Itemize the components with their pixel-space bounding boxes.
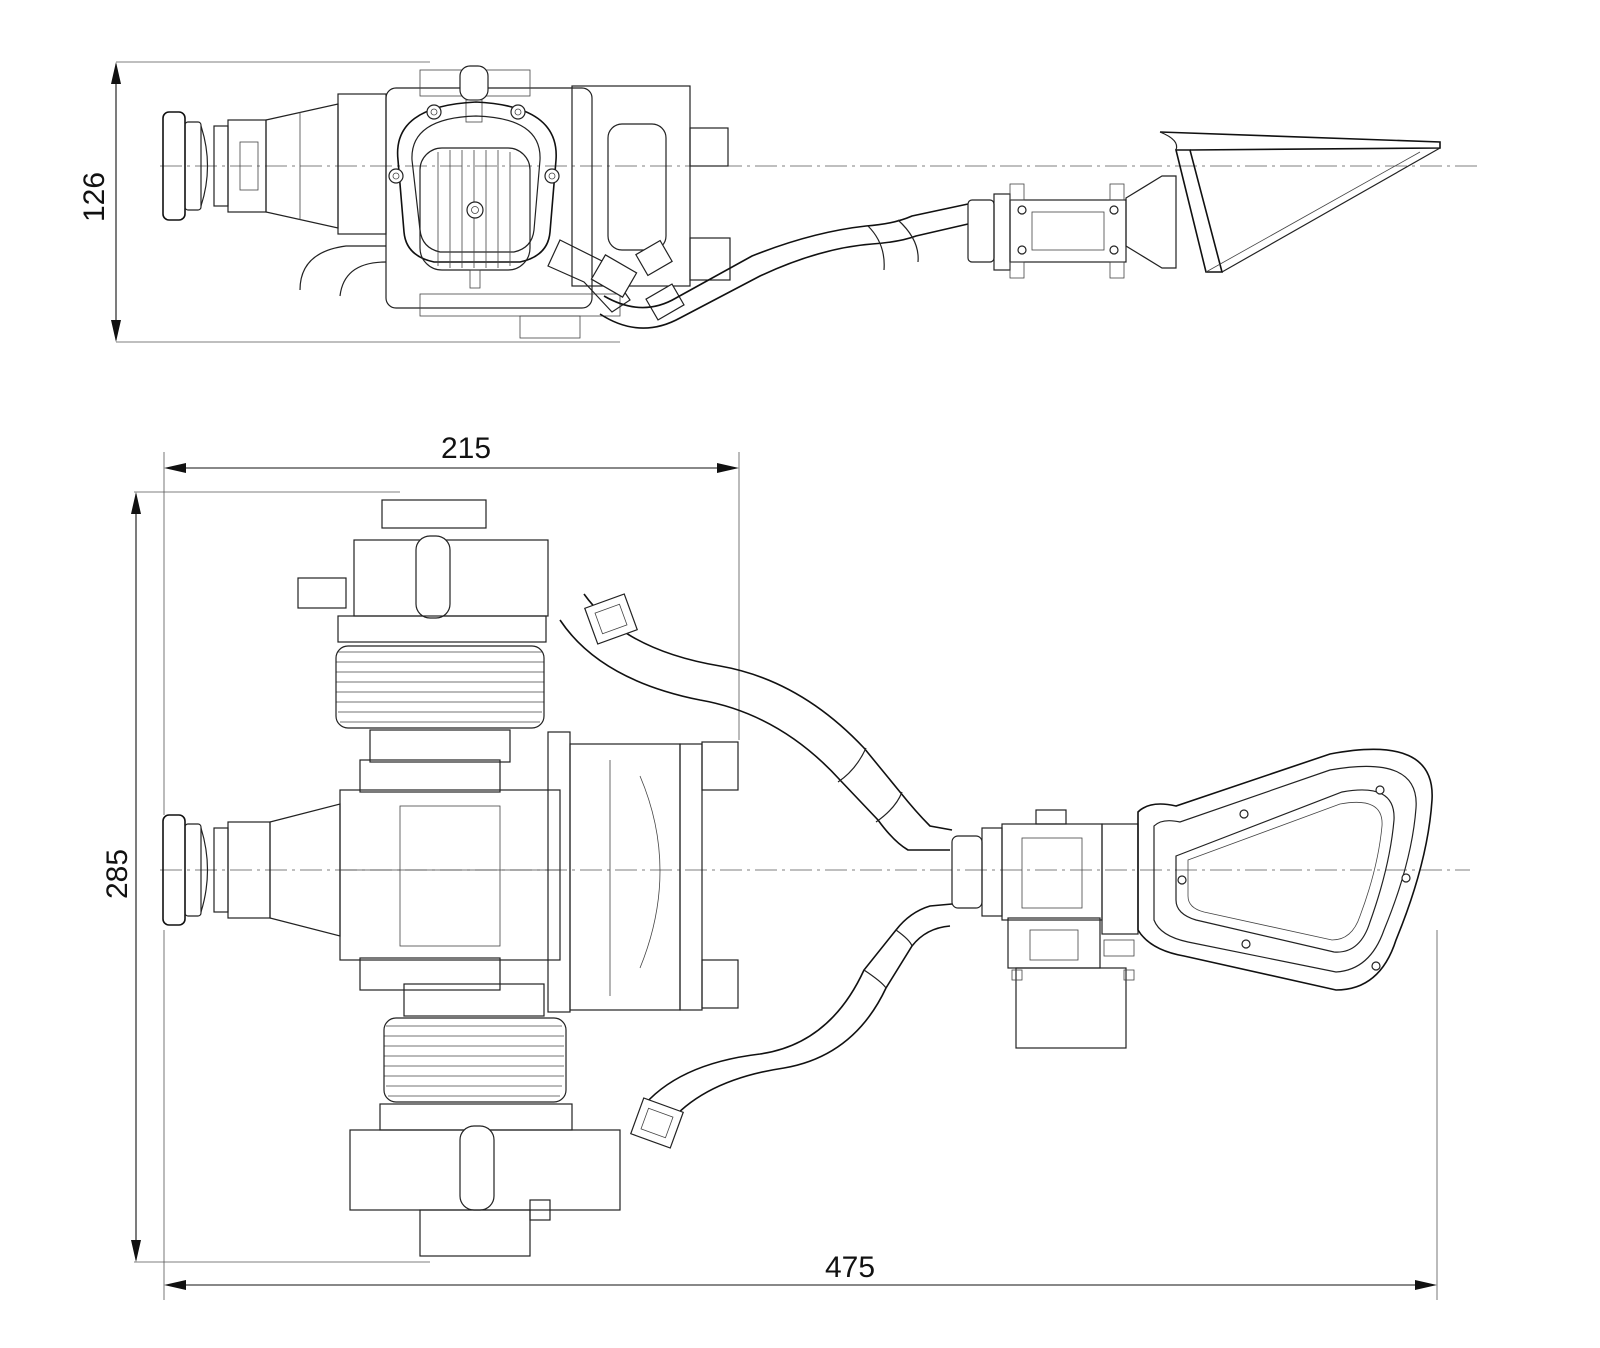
engine-side-view — [160, 65, 1480, 339]
dimension-475-label: 475 — [825, 1251, 875, 1284]
dimension-285-label: 285 — [101, 849, 134, 899]
dimension-126-label: 126 — [78, 172, 111, 222]
dimension-215-label: 215 — [441, 432, 491, 465]
dimension-lines — [111, 61, 1438, 1300]
engine-plan-view — [160, 499, 1470, 1257]
